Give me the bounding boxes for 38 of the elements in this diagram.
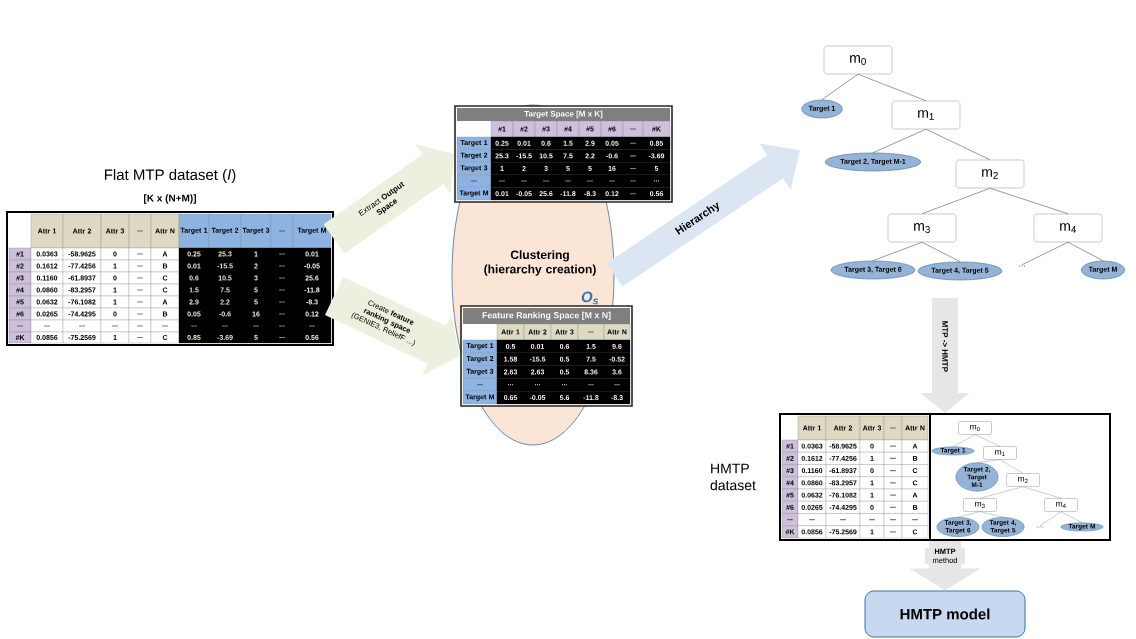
tree-line bbox=[1021, 241, 1069, 266]
tree-line bbox=[857, 73, 927, 102]
model-box: HMTP model bbox=[864, 590, 1026, 638]
tree-node-box: m$_{4}$ bbox=[1033, 213, 1103, 243]
tree-node-box: m$_{0}$ bbox=[823, 45, 893, 75]
tree-line bbox=[1067, 241, 1104, 261]
tree-line bbox=[979, 486, 1024, 499]
edge-label: MTP -> HMTP bbox=[941, 319, 949, 373]
tree-line bbox=[1060, 511, 1083, 523]
tree-node-box: m$_{4}$ bbox=[1044, 498, 1078, 512]
tree-node-box: m$_{3}$ bbox=[887, 213, 957, 243]
tree-line bbox=[989, 187, 1069, 215]
tree-line bbox=[974, 434, 1001, 447]
ellipsis-text: ... bbox=[1019, 265, 1025, 267]
tree-line bbox=[976, 459, 1001, 463]
dataset-heading: HMTP dataset bbox=[710, 463, 756, 491]
block-arrow bbox=[606, 143, 800, 287]
tree-line bbox=[999, 459, 1024, 474]
table-title: Flat MTP dataset (I) bbox=[104, 169, 236, 183]
tree-line bbox=[1039, 511, 1062, 526]
tree-node-box: m$_{3}$ bbox=[963, 498, 997, 512]
tree-line bbox=[957, 511, 981, 518]
tree-line bbox=[872, 241, 923, 261]
tree-line bbox=[921, 241, 961, 262]
tree-line bbox=[821, 73, 859, 100]
tree-line bbox=[872, 128, 927, 153]
tree-node-box: m$_{1}$ bbox=[983, 446, 1017, 460]
tree-node-box: m$_{1}$ bbox=[891, 100, 961, 130]
tree-node-box: m$_{2}$ bbox=[1006, 473, 1040, 487]
ellipsis-text: ... bbox=[1037, 526, 1043, 528]
tree-node-box: m$_{2}$ bbox=[955, 159, 1025, 189]
tree-line bbox=[952, 434, 976, 447]
tree-line bbox=[925, 128, 991, 161]
tree-node-box: m$_{0}$ bbox=[958, 421, 992, 435]
tree-line bbox=[979, 511, 1004, 518]
table-subtitle: [K x (N+M)] bbox=[144, 194, 196, 204]
tree-line bbox=[1022, 486, 1062, 499]
tree-line bbox=[921, 187, 991, 215]
